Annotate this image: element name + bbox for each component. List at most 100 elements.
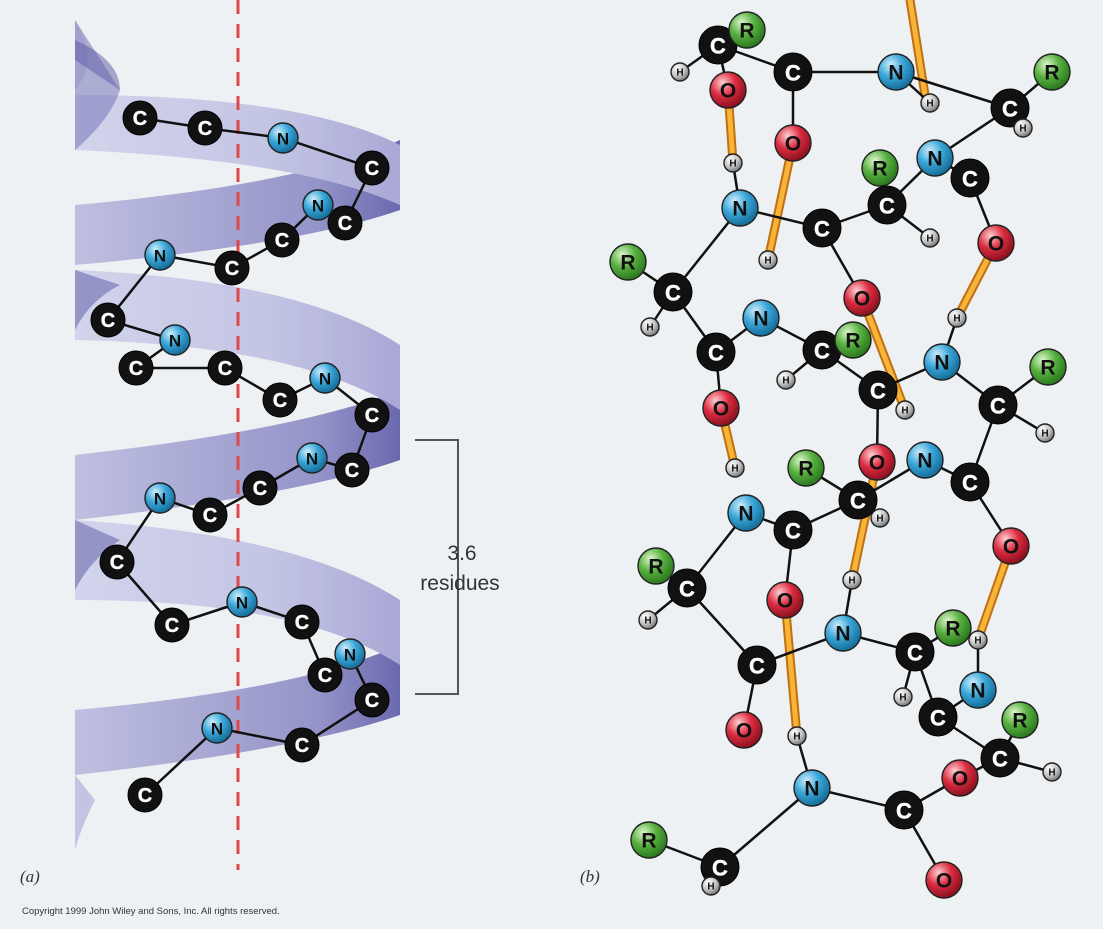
atom-symbol: C — [295, 612, 309, 634]
atom-symbol: H — [646, 323, 653, 334]
atom-symbol: C — [850, 489, 866, 514]
atom-symbol: C — [814, 339, 830, 364]
atom-symbol: H — [1041, 429, 1048, 440]
atom-symbol: C — [870, 379, 886, 404]
oxygen-atom: O — [766, 581, 804, 619]
atom-symbol: O — [936, 870, 952, 893]
carbon-atom: C — [90, 302, 126, 338]
carbon-atom: C — [99, 544, 135, 580]
atom-symbol: C — [273, 390, 287, 412]
hydrogen-atom: H — [968, 630, 988, 650]
atom-symbol: O — [854, 288, 870, 311]
atom-symbol: C — [710, 34, 726, 59]
atom-symbol: R — [648, 556, 663, 579]
carbon-atom: C — [207, 350, 243, 386]
hydrogen-atom: H — [1042, 762, 1062, 782]
atom-symbol: R — [620, 252, 635, 275]
carbon-atom: C — [667, 568, 707, 608]
atom-symbol: C — [365, 158, 379, 180]
atom-symbol: O — [785, 133, 801, 156]
atom-symbol: N — [835, 623, 850, 646]
atom-symbol: N — [312, 197, 324, 216]
atom-symbol: C — [133, 108, 147, 130]
carbon-atom: C — [838, 480, 878, 520]
atom-symbol: R — [739, 20, 754, 43]
atom-symbol: R — [845, 330, 860, 353]
atom-symbol: H — [1048, 768, 1055, 779]
carbon-atom: C — [307, 657, 343, 693]
hydrogen-atom: H — [920, 93, 940, 113]
hydrogen-atom: H — [758, 250, 778, 270]
atom-symbol: C — [365, 405, 379, 427]
atom-symbol: C — [712, 856, 728, 881]
atom-symbol: N — [732, 198, 747, 221]
carbon-atom: C — [214, 250, 250, 286]
atom-symbol: N — [738, 503, 753, 526]
atom-symbol: O — [777, 590, 793, 613]
atom-symbol: N — [917, 450, 932, 473]
nitrogen-atom: N — [923, 343, 961, 381]
hydrogen-atom: H — [947, 308, 967, 328]
oxygen-atom: O — [941, 759, 979, 797]
carbon-atom: C — [242, 470, 278, 506]
carbon-atom: C — [122, 100, 158, 136]
nitrogen-atom: N — [201, 712, 233, 744]
oxygen-atom: O — [925, 861, 963, 899]
atom-symbol: C — [708, 341, 724, 366]
nitrogen-atom: N — [144, 239, 176, 271]
carbon-atom: C — [696, 332, 736, 372]
r-group-atom: R — [728, 11, 766, 49]
carbon-atom: C — [978, 385, 1018, 425]
atom-symbol: H — [953, 314, 960, 325]
nitrogen-atom: N — [824, 614, 862, 652]
nitrogen-atom: N — [727, 494, 765, 532]
oxygen-atom: O — [992, 527, 1030, 565]
oxygen-atom: O — [709, 71, 747, 109]
hydrogen-atom: H — [870, 508, 890, 528]
hydrogen-atom: H — [670, 62, 690, 82]
carbon-atom: C — [858, 370, 898, 410]
carbon-atom: C — [918, 697, 958, 737]
bracket-label-value: 3.6 — [447, 542, 476, 565]
atom-symbol: H — [764, 256, 771, 267]
hydrogen-atom: H — [723, 153, 743, 173]
hydrogen-atom: H — [638, 610, 658, 630]
carbon-atom: C — [262, 382, 298, 418]
carbon-atom: C — [653, 272, 693, 312]
carbon-atom: C — [802, 208, 842, 248]
carbon-atom: C — [773, 510, 813, 550]
atom-symbol: R — [872, 158, 887, 181]
carbon-atom: C — [895, 632, 935, 672]
nitrogen-atom: N — [916, 139, 954, 177]
carbon-atom: C — [192, 497, 228, 533]
atom-symbol: O — [720, 80, 736, 103]
atom-symbol: R — [641, 830, 656, 853]
atom-symbol: C — [365, 690, 379, 712]
hydrogen-atom: H — [787, 726, 807, 746]
nitrogen-atom: N — [226, 586, 258, 618]
atom-symbol: C — [295, 735, 309, 757]
hydrogen-atom: H — [1013, 118, 1033, 138]
atom-symbol: R — [1012, 710, 1027, 733]
r-group-atom: R — [1001, 701, 1039, 739]
hydrogen-atom: H — [701, 876, 721, 896]
atom-symbol: H — [899, 693, 906, 704]
oxygen-atom: O — [843, 279, 881, 317]
nitrogen-atom: N — [159, 324, 191, 356]
carbon-atom: C — [284, 604, 320, 640]
atom-symbol: N — [169, 332, 181, 351]
atom-symbol: O — [736, 720, 752, 743]
nitrogen-atom: N — [334, 638, 366, 670]
atom-symbol: N — [277, 130, 289, 149]
carbon-atom: C — [127, 777, 163, 813]
hydrogen-atom: H — [1035, 423, 1055, 443]
nitrogen-atom: N — [296, 442, 328, 474]
atom-symbol: O — [713, 398, 729, 421]
atom-symbol: C — [814, 217, 830, 242]
atom-symbol: H — [793, 732, 800, 743]
nitrogen-atom: N — [877, 53, 915, 91]
